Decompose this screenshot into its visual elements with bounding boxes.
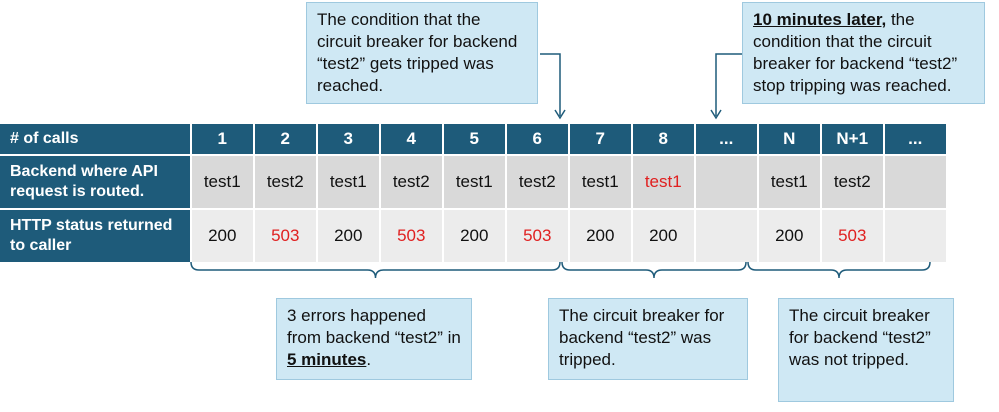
call-number-cell: ... <box>695 124 757 154</box>
backend-cell: test1 <box>632 156 694 208</box>
status-cell: 200 <box>443 210 505 262</box>
status-cell: 200 <box>191 210 253 262</box>
status-cell <box>695 210 757 262</box>
callout-errors-bold: 5 minutes <box>287 350 367 369</box>
call-number-cell: 5 <box>443 124 505 154</box>
status-cell <box>884 210 946 262</box>
callout-errors-text2: . <box>366 350 372 369</box>
arrow-tripped-condition <box>540 53 561 116</box>
callout-tripped-condition: The condition that the circuit breaker f… <box>306 2 538 104</box>
status-cell: 503 <box>821 210 883 262</box>
backend-cell: test2 <box>254 156 316 208</box>
status-cell: 503 <box>380 210 442 262</box>
call-number-cell: 1 <box>191 124 253 154</box>
backend-cell: test2 <box>821 156 883 208</box>
callout-stop-condition-bold: 10 minutes later, <box>753 10 887 29</box>
backend-cell: test1 <box>443 156 505 208</box>
status-cell: 200 <box>317 210 379 262</box>
status-cell: 200 <box>758 210 820 262</box>
arrowhead-stop-condition <box>710 109 722 120</box>
backend-cell: test1 <box>758 156 820 208</box>
call-number-cell: 4 <box>380 124 442 154</box>
call-number-cell: ... <box>884 124 946 154</box>
callout-tripped-condition-text: The condition that the circuit breaker f… <box>317 10 518 95</box>
callout-tripped: The circuit breaker for backend “test2” … <box>548 298 748 380</box>
call-number-cell: 8 <box>632 124 694 154</box>
call-number-cell: N+1 <box>821 124 883 154</box>
brace-errors <box>190 261 561 279</box>
status-cell: 503 <box>506 210 568 262</box>
call-number-cell: 7 <box>569 124 631 154</box>
status-cell: 200 <box>569 210 631 262</box>
callout-stop-condition-text: the condition that the circuit breaker f… <box>753 10 958 95</box>
callout-errors-text1: 3 errors happened from backend “test2” i… <box>287 306 461 347</box>
callout-errors: 3 errors happened from backend “test2” i… <box>276 298 472 380</box>
backend-cell <box>884 156 946 208</box>
arrow-stop-condition <box>715 53 742 116</box>
backend-cell: test1 <box>191 156 253 208</box>
brace-not-tripped <box>747 261 931 279</box>
row-status-label: HTTP status returned to caller <box>0 210 190 262</box>
callout-stop-condition: 10 minutes later, the condition that the… <box>742 2 985 104</box>
callout-tripped-text: The circuit breaker for backend “test2” … <box>559 306 725 369</box>
callout-not-tripped: The circuit breaker for backend “test2” … <box>778 298 954 402</box>
status-cell: 200 <box>632 210 694 262</box>
backend-cell: test2 <box>380 156 442 208</box>
backend-cell: test1 <box>569 156 631 208</box>
call-number-cell: 6 <box>506 124 568 154</box>
call-number-cell: N <box>758 124 820 154</box>
backend-cell <box>695 156 757 208</box>
backend-cell: test2 <box>506 156 568 208</box>
header-label: # of calls <box>0 124 190 154</box>
arrowhead-tripped-condition <box>554 109 566 120</box>
status-cell: 503 <box>254 210 316 262</box>
call-number-cell: 2 <box>254 124 316 154</box>
callout-not-tripped-text: The circuit breaker for backend “test2” … <box>789 306 931 369</box>
row-backend-label: Backend where API request is routed. <box>0 156 190 208</box>
call-number-cell: 3 <box>317 124 379 154</box>
brace-tripped <box>561 261 747 279</box>
backend-cell: test1 <box>317 156 379 208</box>
